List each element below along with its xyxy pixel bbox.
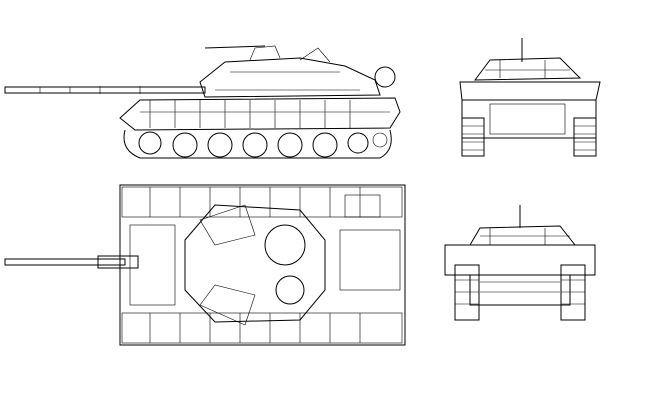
side-view <box>4 45 401 159</box>
side-gun-barrel <box>4 86 206 94</box>
rear-hull <box>469 274 571 306</box>
side-turret <box>199 45 396 98</box>
top-track-right <box>121 312 403 344</box>
front-turret <box>473 57 582 81</box>
top-turret <box>184 204 326 323</box>
top-gun-barrel <box>4 255 139 269</box>
front-hull-top <box>459 81 601 101</box>
rear-hull-top <box>444 244 596 276</box>
top-view <box>4 184 406 346</box>
rear-view <box>444 205 596 321</box>
side-searchlight <box>374 66 396 88</box>
rear-track-right <box>560 264 586 321</box>
rear-turret <box>469 225 577 246</box>
side-hull <box>119 97 401 131</box>
front-view <box>459 38 601 157</box>
front-hull <box>461 99 597 139</box>
front-track-left <box>461 117 485 157</box>
front-track-right <box>573 117 597 157</box>
top-track-left <box>121 186 403 218</box>
side-tracks <box>123 129 392 159</box>
top-hull <box>119 184 406 346</box>
rear-track-left <box>454 264 480 321</box>
